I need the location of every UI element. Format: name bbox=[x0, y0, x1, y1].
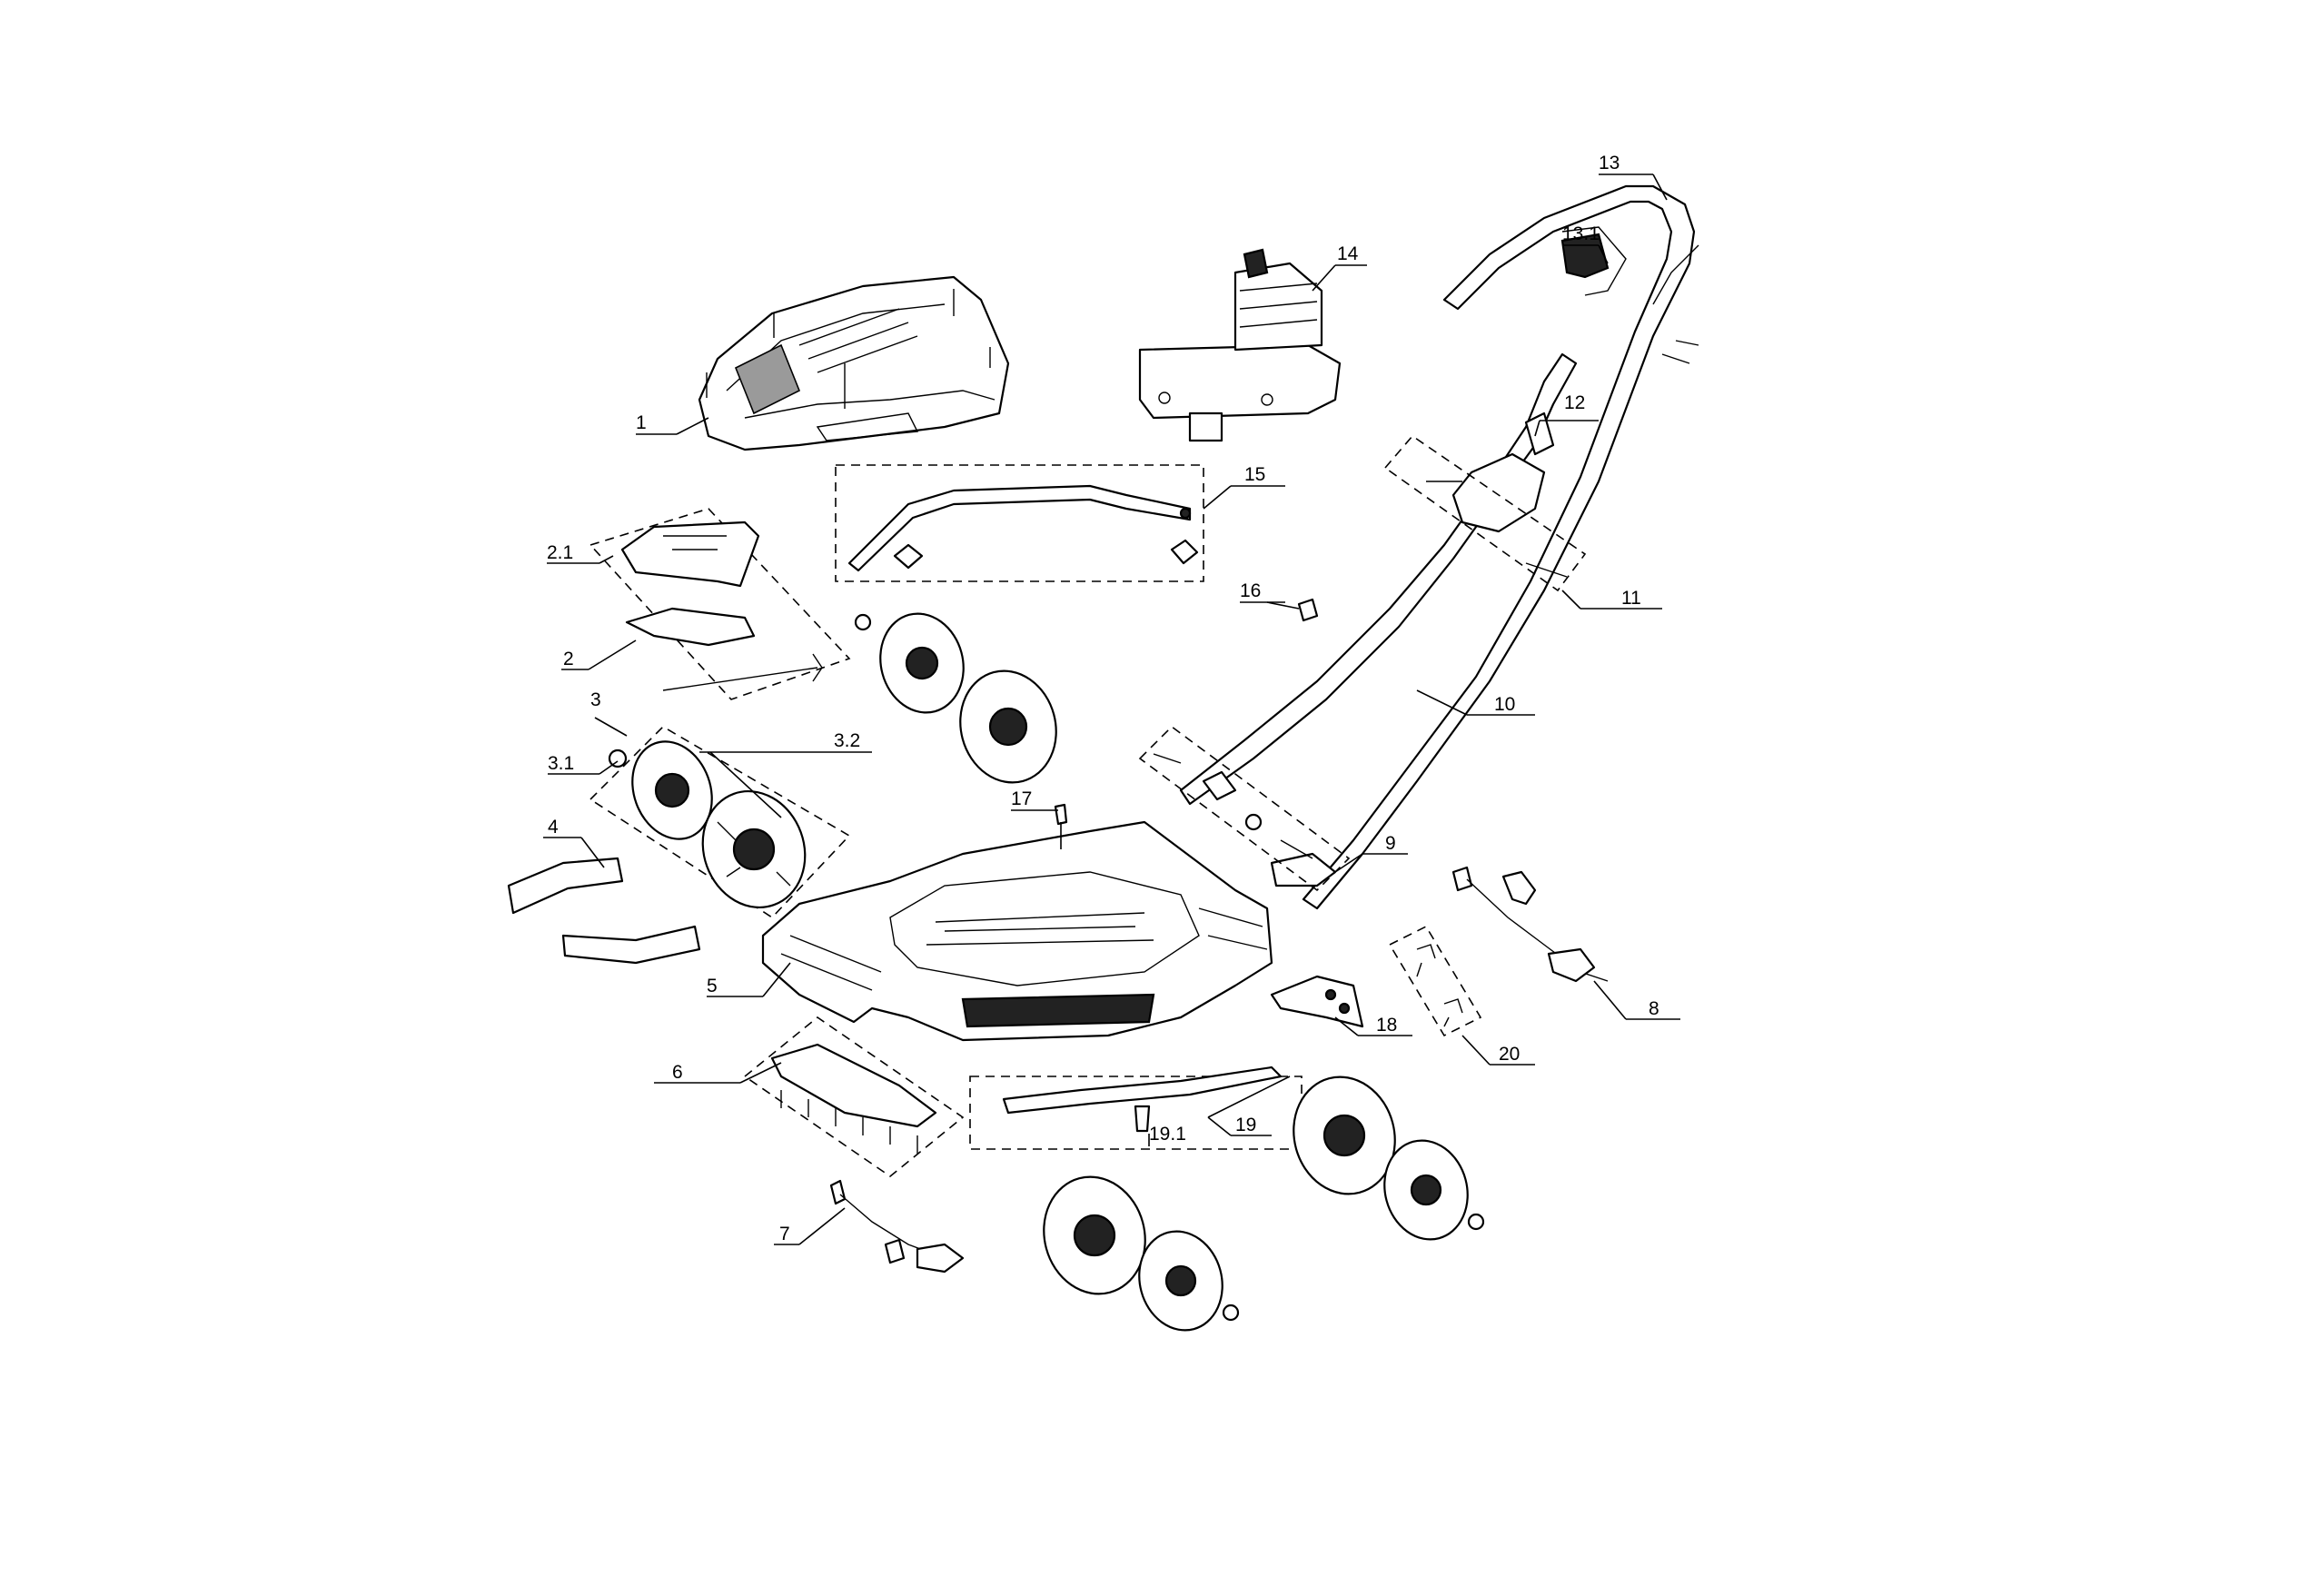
callout-15: 15 bbox=[1244, 464, 1265, 485]
part-handle-hardware-box-9 bbox=[1138, 725, 1351, 892]
callout-labels: 1 2 2.1 3 3.1 3.2 4 5 6 7 8 9 10 11 12 1… bbox=[547, 153, 1659, 1244]
part-rear-skirt bbox=[507, 857, 701, 965]
part-clips bbox=[1388, 925, 1482, 1037]
callout-9: 9 bbox=[1385, 833, 1396, 854]
part-front-wheel-set-upper bbox=[854, 612, 1057, 784]
part-front-wheel-set-lower bbox=[1043, 1076, 1485, 1332]
callout-7: 7 bbox=[779, 1224, 790, 1244]
callout-14: 14 bbox=[1337, 243, 1359, 264]
part-grass-flap bbox=[589, 508, 851, 700]
leader-lines bbox=[543, 173, 1680, 1245]
callout-4: 4 bbox=[548, 817, 559, 838]
callout-1: 1 bbox=[636, 412, 647, 433]
part-motor bbox=[1138, 248, 1342, 442]
part-mulch-plug bbox=[743, 1016, 965, 1177]
callout-16: 16 bbox=[1240, 580, 1261, 601]
part-mower-deck bbox=[761, 820, 1273, 1042]
callout-20: 20 bbox=[1499, 1044, 1520, 1065]
callout-2-1: 2.1 bbox=[547, 542, 573, 563]
callout-19-1: 19.1 bbox=[1149, 1124, 1186, 1145]
callout-12: 12 bbox=[1564, 392, 1585, 413]
part-handle bbox=[1179, 184, 1699, 910]
part-rear-wheel-set bbox=[589, 725, 851, 919]
part-blade bbox=[969, 1066, 1303, 1150]
part-handle-hardware-box-11 bbox=[1383, 434, 1587, 592]
part-bail-handle bbox=[835, 464, 1204, 582]
callout-8: 8 bbox=[1649, 998, 1659, 1019]
part-height-adjuster bbox=[1270, 975, 1364, 1028]
callout-3-2: 3.2 bbox=[834, 730, 860, 751]
callout-5: 5 bbox=[707, 976, 718, 996]
callout-17: 17 bbox=[1011, 788, 1032, 809]
callout-2: 2 bbox=[563, 649, 574, 669]
callout-3: 3 bbox=[590, 689, 601, 710]
callout-6: 6 bbox=[672, 1062, 683, 1083]
part-axle-rod bbox=[1451, 866, 1609, 983]
callout-13-1: 13.1 bbox=[1562, 223, 1600, 244]
callout-18: 18 bbox=[1376, 1015, 1397, 1036]
part-rear-axle bbox=[829, 1179, 965, 1274]
callout-10: 10 bbox=[1494, 694, 1515, 715]
callout-3-1: 3.1 bbox=[548, 753, 574, 774]
callout-11: 11 bbox=[1621, 588, 1641, 609]
callout-19: 19 bbox=[1235, 1115, 1256, 1135]
callout-13: 13 bbox=[1599, 153, 1620, 173]
part-motor-cover bbox=[698, 275, 1010, 451]
